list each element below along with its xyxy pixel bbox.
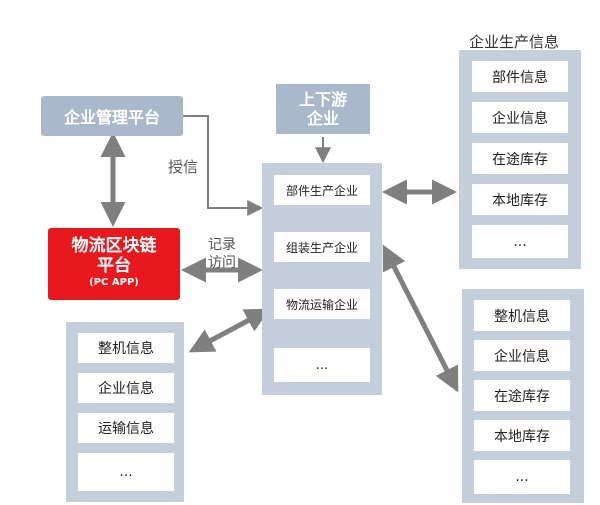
center-item-more: ... bbox=[274, 348, 370, 382]
arrow-machine-info bbox=[382, 244, 459, 393]
arrow-authorize bbox=[183, 115, 264, 216]
blockchain-line2: 平台 bbox=[97, 256, 131, 276]
production-info-item: 本地库存 bbox=[472, 184, 568, 215]
record-label: 记录 bbox=[208, 237, 236, 253]
machine-info-item: 企业信息 bbox=[474, 340, 570, 371]
access-label: 访问 bbox=[208, 255, 236, 271]
machine-info-item: 本地库存 bbox=[474, 420, 570, 451]
arrow-left-info bbox=[188, 308, 271, 353]
machine-info-item: 整机信息 bbox=[474, 300, 570, 331]
left-info-item: 运输信息 bbox=[78, 413, 174, 443]
production-info-title: 企业生产信息 bbox=[469, 33, 560, 51]
blockchain-line3: (PC APP) bbox=[89, 277, 139, 288]
center-item-component-maker: 部件生产企业 bbox=[274, 175, 370, 205]
left-info-item: ... bbox=[78, 453, 174, 491]
production-info-item: 在途库存 bbox=[472, 143, 568, 174]
enterprise-platform-node: 企业管理平台 bbox=[41, 96, 183, 136]
blockchain-line1: 物流区块链 bbox=[71, 236, 157, 256]
center-item-assembly-maker: 组装生产企业 bbox=[274, 232, 370, 262]
production-info-item: 部件信息 bbox=[472, 61, 568, 92]
machine-info-item: ... bbox=[474, 460, 570, 494]
left-info-item: 整机信息 bbox=[78, 333, 174, 363]
upstream-enterprise-node: 上下游 企业 bbox=[276, 84, 370, 134]
center-item-logistics: 物流运输企业 bbox=[274, 289, 370, 319]
blockchain-platform-node: 物流区块链 平台 (PC APP) bbox=[48, 228, 180, 300]
production-info-item: ... bbox=[472, 225, 568, 258]
production-info-item: 企业信息 bbox=[472, 102, 568, 133]
authorize-label: 授信 bbox=[168, 158, 199, 176]
left-info-item: 企业信息 bbox=[78, 373, 174, 403]
upstream-line2: 企业 bbox=[306, 109, 339, 128]
upstream-line1: 上下游 bbox=[298, 90, 347, 109]
machine-info-item: 在途库存 bbox=[474, 380, 570, 411]
